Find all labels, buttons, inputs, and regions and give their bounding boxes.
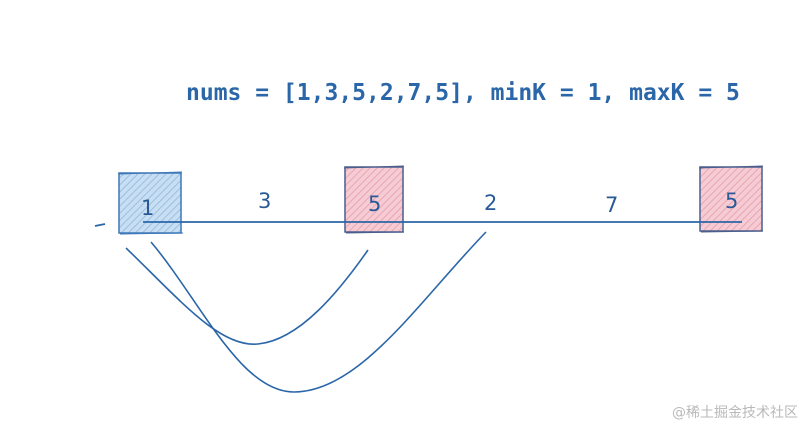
curve-long — [150, 231, 487, 393]
curve-short — [125, 247, 369, 345]
max-box-2 — [698, 165, 764, 233]
number-5: 5 — [725, 189, 738, 213]
number-2: 5 — [368, 192, 381, 216]
number-3: 2 — [484, 191, 497, 215]
number-4: 7 — [605, 193, 618, 217]
number-1: 3 — [258, 189, 271, 213]
number-0: 1 — [141, 196, 154, 220]
line-start-tick — [94, 223, 106, 227]
title: nums = [1,3,5,2,7,5], minK = 1, maxK = 5 — [186, 80, 740, 106]
watermark: @稀土掘金技术社区 — [672, 405, 798, 421]
min-box — [117, 171, 184, 235]
